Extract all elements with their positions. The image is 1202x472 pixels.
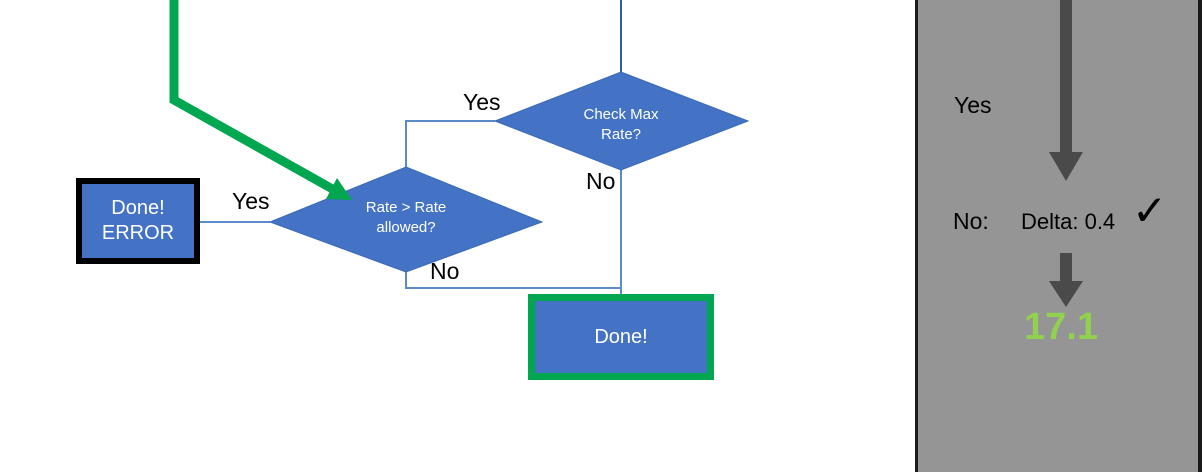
terminal-done-error-label: Done! ERROR <box>101 197 175 244</box>
flowchart-shapes <box>169 0 750 296</box>
terminal-done[interactable]: Done! <box>528 294 714 380</box>
long-down-arrow-icon <box>1049 0 1083 181</box>
highlight-path-arrowhead <box>326 178 352 200</box>
connector-rate-no-to-done <box>405 272 621 289</box>
terminal-done-error[interactable]: Done! ERROR <box>76 178 200 264</box>
flowchart-canvas: Check Max Rate? Rate > Rate allowed? Yes… <box>76 0 750 380</box>
result-panel-arrows <box>1049 0 1083 307</box>
connector-check-max-yes-to-rate <box>405 120 495 168</box>
highlight-path-arrow <box>169 0 339 195</box>
result-panel: Yes No: Delta: 0.4 ✓ 17.1 <box>915 0 1202 472</box>
terminal-done-label: Done! <box>594 325 648 348</box>
decision-rate-greater-than-allowed[interactable] <box>268 166 544 273</box>
short-down-arrow-icon <box>1049 253 1083 307</box>
decision-check-max-rate[interactable] <box>493 71 750 171</box>
